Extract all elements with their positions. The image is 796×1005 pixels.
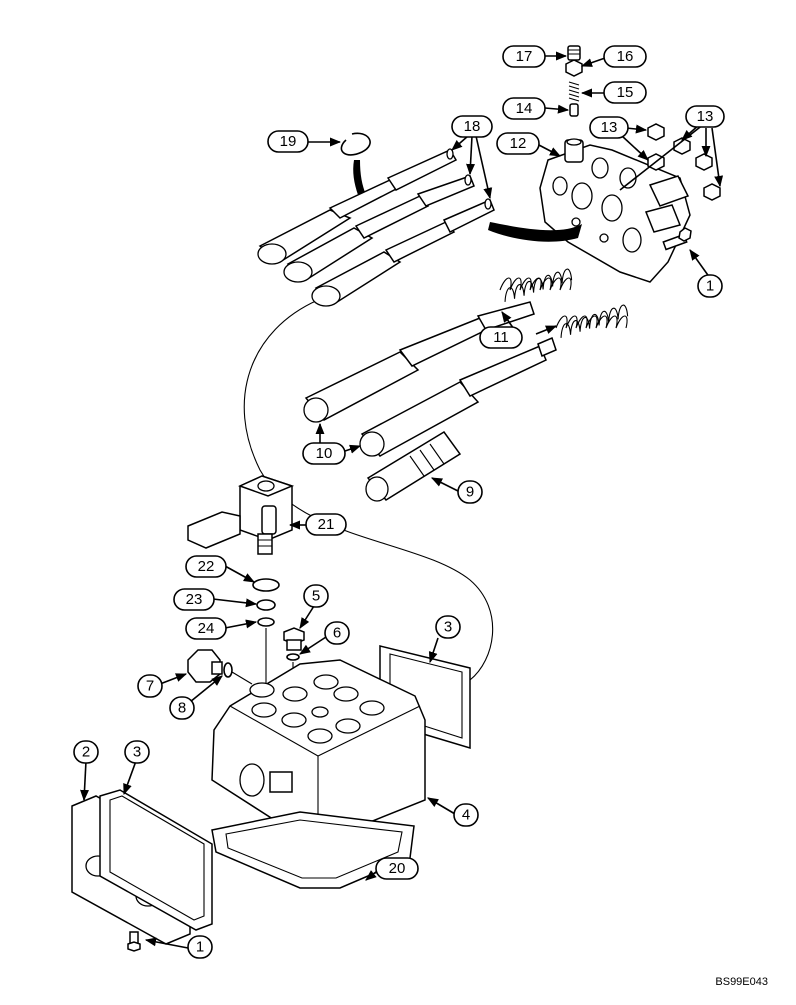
svg-text:13: 13 — [601, 119, 618, 136]
svg-text:22: 22 — [198, 558, 215, 575]
svg-text:18: 18 — [464, 118, 481, 135]
callout-24: 24 — [185, 617, 227, 640]
svg-text:9: 9 — [466, 484, 474, 501]
callout-4: 4 — [453, 803, 479, 827]
figure-code: BS99E043 — [715, 976, 768, 988]
spring-11-group — [499, 268, 629, 338]
svg-text:24: 24 — [198, 620, 215, 637]
relief-valve-stack — [565, 45, 583, 117]
svg-text:15: 15 — [617, 84, 634, 101]
gasket-3-left — [99, 789, 213, 931]
callout-2: 2 — [73, 740, 99, 764]
spool-18-group — [257, 148, 495, 307]
callout-16: 16 — [603, 45, 647, 68]
callout-1-top: 1 — [697, 274, 723, 298]
svg-text:1: 1 — [196, 939, 204, 956]
bolt-1-bottom — [127, 931, 141, 952]
assembly-arrow-19 — [353, 160, 366, 195]
svg-text:21: 21 — [318, 516, 335, 533]
svg-text:17: 17 — [516, 48, 533, 65]
valve-body-4 — [211, 659, 426, 847]
retaining-ring-19 — [340, 132, 371, 156]
callout-6: 6 — [324, 621, 350, 645]
svg-text:20: 20 — [389, 860, 406, 877]
svg-text:16: 16 — [617, 48, 634, 65]
o-ring-22 — [252, 578, 280, 592]
callout-9: 9 — [457, 480, 483, 504]
svg-text:13: 13 — [697, 108, 714, 125]
bolt-1-top — [662, 227, 692, 251]
svg-text:19: 19 — [280, 133, 297, 150]
plug-7 — [187, 649, 223, 683]
callout-10: 10 — [302, 442, 346, 465]
callout-22: 22 — [185, 555, 227, 578]
svg-text:12: 12 — [510, 135, 527, 152]
callout-18: 18 — [451, 115, 493, 138]
callout-15: 15 — [603, 81, 647, 104]
svg-text:5: 5 — [312, 588, 320, 605]
callout-23: 23 — [173, 588, 215, 611]
assembly-arrow — [488, 222, 582, 242]
callout-3-right: 3 — [435, 615, 461, 639]
svg-text:11: 11 — [493, 329, 509, 346]
svg-text:10: 10 — [316, 445, 333, 462]
callout-13-right: 13 — [685, 105, 725, 128]
svg-text:8: 8 — [178, 700, 186, 717]
callout-5: 5 — [303, 584, 329, 608]
callout-20: 20 — [375, 857, 419, 880]
callout-14: 14 — [502, 97, 546, 120]
callout-19: 19 — [267, 130, 309, 153]
svg-text:2: 2 — [82, 744, 90, 761]
callout-21: 21 — [305, 513, 347, 536]
o-ring-24 — [257, 617, 275, 627]
callout-3-left: 3 — [124, 740, 150, 764]
svg-text:6: 6 — [333, 625, 341, 642]
svg-text:3: 3 — [444, 619, 452, 636]
callout-7: 7 — [137, 674, 163, 698]
svg-text:1: 1 — [706, 278, 714, 295]
spool-10-group — [303, 301, 557, 457]
svg-text:7: 7 — [146, 678, 154, 695]
leader-lines — [80, 51, 724, 949]
svg-text:4: 4 — [462, 807, 470, 824]
svg-text:14: 14 — [516, 100, 533, 117]
callout-1-bottom: 1 — [187, 935, 213, 959]
callout-12: 12 — [496, 132, 540, 155]
o-ring-8 — [223, 662, 233, 678]
callout-17: 17 — [502, 45, 546, 68]
callout-13-left: 13 — [589, 116, 629, 139]
callout-8: 8 — [169, 696, 195, 720]
o-ring-23 — [256, 599, 276, 611]
svg-text:3: 3 — [133, 744, 141, 761]
svg-text:23: 23 — [186, 591, 203, 608]
solenoid-21 — [187, 475, 295, 555]
valve-section-12 — [539, 138, 691, 283]
callout-11: 11 — [479, 326, 523, 349]
o-ring-6 — [286, 653, 300, 661]
plug-5 — [283, 627, 305, 651]
sleeve-9 — [365, 431, 462, 502]
